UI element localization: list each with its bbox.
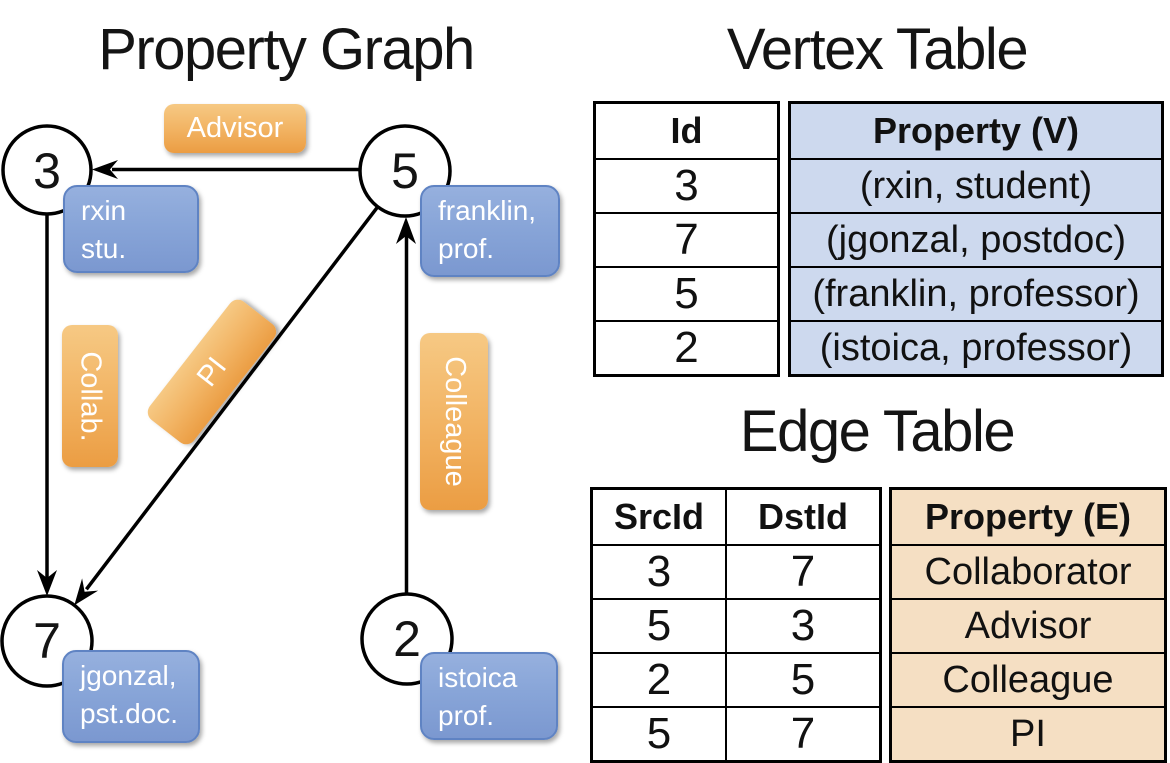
- arrowhead-colleague: [396, 217, 416, 244]
- vertex-table-cell: 7: [596, 212, 777, 266]
- edge-label-text: PI: [190, 351, 233, 393]
- vertex-table-id-header: Id: [670, 110, 703, 151]
- vertex-property-line: prof.: [438, 233, 495, 264]
- vertex-table-cell: (franklin, professor): [791, 266, 1161, 320]
- edge-table-cell: PI: [892, 706, 1164, 760]
- edge-table-cell: Advisor: [892, 598, 1164, 652]
- vertex-table: Id 3 7 5 2 Property (V) (rxin, student) …: [593, 101, 1164, 377]
- node-id-7: 7: [33, 613, 61, 669]
- edge-label-advisor: Advisor: [164, 104, 306, 153]
- edge-table-cell: 5: [593, 598, 725, 652]
- edge-table-cell: 7: [725, 544, 879, 598]
- node-id-2: 2: [393, 611, 421, 667]
- vertex-property-line: istoica: [438, 662, 518, 693]
- vertex-property-line: pst.doc.: [80, 698, 179, 729]
- edge-label-text: Advisor: [186, 112, 284, 144]
- edge-table-cell: 2: [593, 652, 725, 706]
- vertex-property-box-3: rxin stu.: [63, 185, 199, 273]
- edge-table-cell: 3: [725, 598, 879, 652]
- vertex-table-cell: (rxin, student): [791, 158, 1161, 212]
- vertex-table-property-column: Property (V) (rxin, student) (jgonzal, p…: [788, 101, 1164, 377]
- edge-table-cell: 5: [593, 706, 725, 760]
- edge-table: SrcId DstId 3 7 5 3 2 5 5 7 Property (E)…: [590, 487, 1167, 763]
- edge-table-property-column: Property (E) Collaborator Advisor Collea…: [889, 487, 1167, 763]
- property-graph-title: Property Graph: [98, 17, 475, 82]
- edge-label-collab: Collab.: [62, 325, 118, 467]
- arrowhead-pi: [74, 578, 99, 606]
- vertex-table-cell: (jgonzal, postdoc): [791, 212, 1161, 266]
- arrowhead-collab: [37, 570, 57, 596]
- vertex-table-property-header: Property (V): [872, 110, 1080, 151]
- edge-table-property-header: Property (E): [924, 496, 1132, 537]
- vertex-table-cell: (istoica, professor): [791, 320, 1161, 374]
- node-id-5: 5: [391, 143, 419, 199]
- edge-table-id-columns: SrcId DstId 3 7 5 3 2 5 5 7: [590, 487, 882, 763]
- vertex-property-line: jgonzal,: [80, 660, 177, 691]
- vertex-table-cell: 5: [596, 266, 777, 320]
- vertex-table-id-column: Id 3 7 5 2: [593, 101, 780, 377]
- edge-table-dstid-header: DstId: [725, 490, 879, 544]
- edge-label-text: Collab.: [74, 350, 107, 442]
- edge-line-pi: [85, 205, 380, 591]
- vertex-table-cell: 3: [596, 158, 777, 212]
- vertex-property-box-7: jgonzal, pst.doc.: [62, 650, 200, 743]
- edge-table-cell: 5: [725, 652, 879, 706]
- vertex-property-box-5: franklin, prof.: [420, 185, 560, 277]
- edge-label-text: Colleague: [438, 356, 471, 487]
- vertex-table-title: Vertex Table: [726, 17, 1029, 82]
- edge-table-cell: 3: [593, 544, 725, 598]
- vertex-property-line: prof.: [438, 700, 495, 731]
- edge-table-srcid-header: SrcId: [613, 496, 705, 537]
- vertex-property-line: franklin,: [438, 195, 537, 226]
- vertex-property-line: rxin: [81, 195, 127, 226]
- arrowhead-advisor: [92, 160, 118, 179]
- node-id-3: 3: [33, 143, 61, 199]
- edge-table-title: Edge Table: [739, 399, 1016, 464]
- edge-label-colleague: Colleague: [420, 333, 488, 510]
- vertex-property-line: stu.: [81, 233, 127, 264]
- edge-table-cell: 7: [725, 706, 879, 760]
- edge-table-cell: Colleague: [892, 652, 1164, 706]
- edge-table-cell: Collaborator: [892, 544, 1164, 598]
- vertex-property-box-2: istoica prof.: [420, 652, 558, 740]
- vertex-table-cell: 2: [596, 320, 777, 374]
